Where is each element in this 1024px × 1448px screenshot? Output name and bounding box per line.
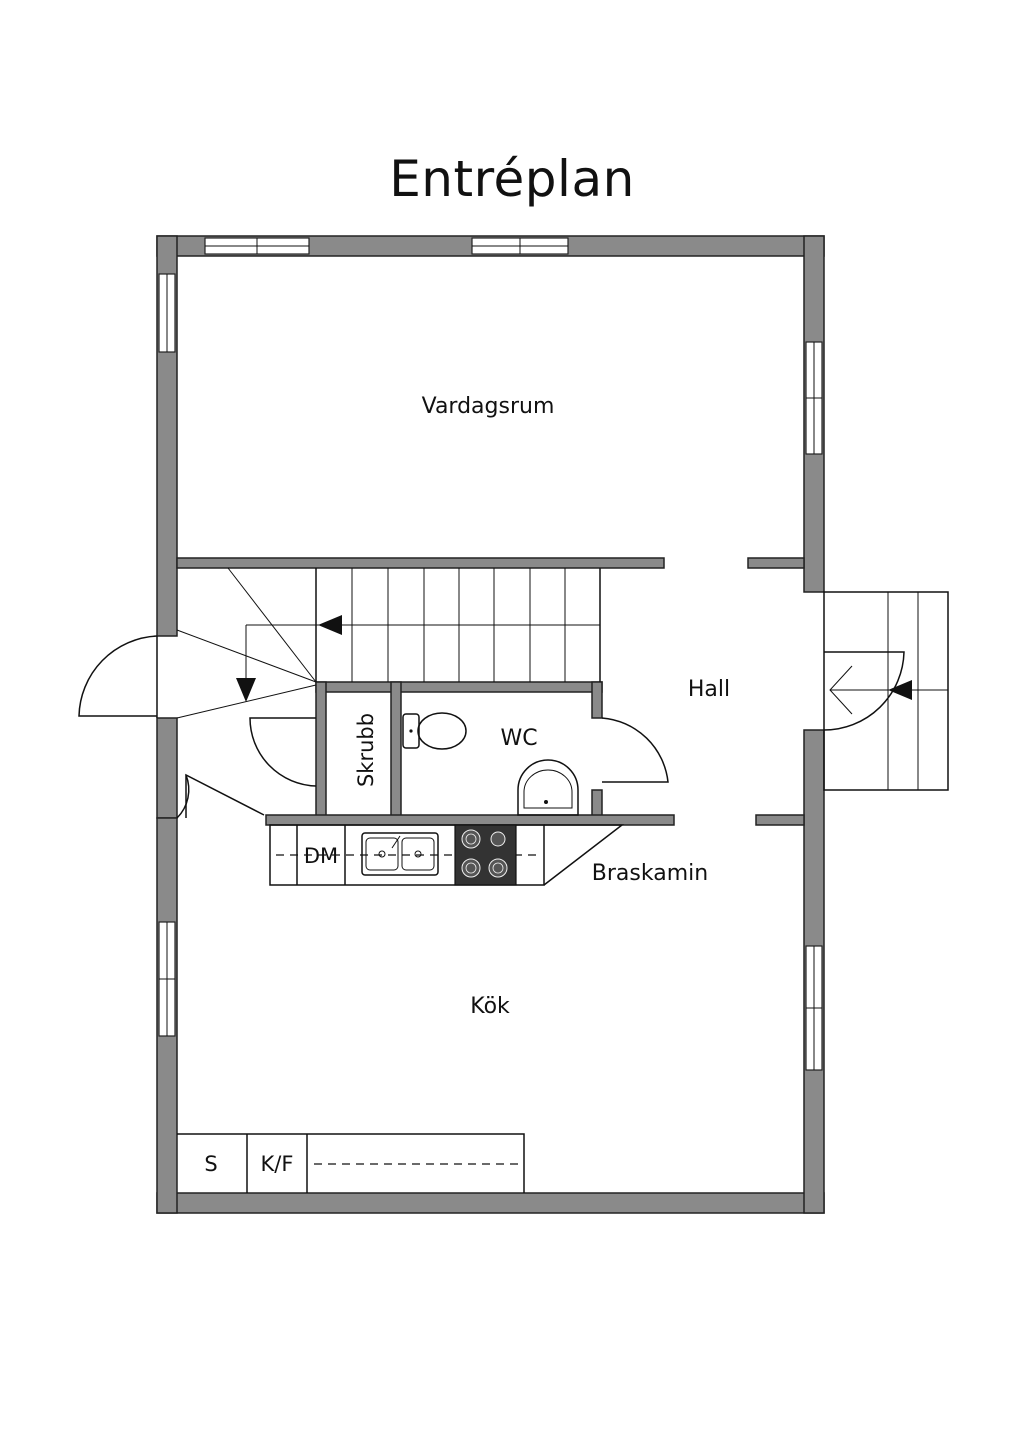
outer-walls xyxy=(156,235,825,1214)
kitchen-counter xyxy=(269,824,625,886)
living-room-label: Vardagsrum xyxy=(422,394,555,419)
entrance-steps xyxy=(823,591,949,791)
fridge-freezer-label: K/F xyxy=(261,1152,294,1176)
dishwasher-label: DM xyxy=(304,844,338,868)
doors xyxy=(78,635,905,819)
staircase xyxy=(176,567,601,719)
wardrobe-label: S xyxy=(204,1152,217,1176)
windows xyxy=(158,237,823,1071)
stove-label: Braskamin xyxy=(592,861,708,886)
hall-label: Hall xyxy=(688,677,730,702)
plan-title: Entréplan xyxy=(389,150,635,208)
wc-label: WC xyxy=(500,726,537,751)
kitchen-storage xyxy=(177,1133,525,1193)
wc-fixtures xyxy=(402,712,579,816)
kitchen-label: Kök xyxy=(470,994,510,1019)
closet-label: Skrubb xyxy=(354,713,378,787)
